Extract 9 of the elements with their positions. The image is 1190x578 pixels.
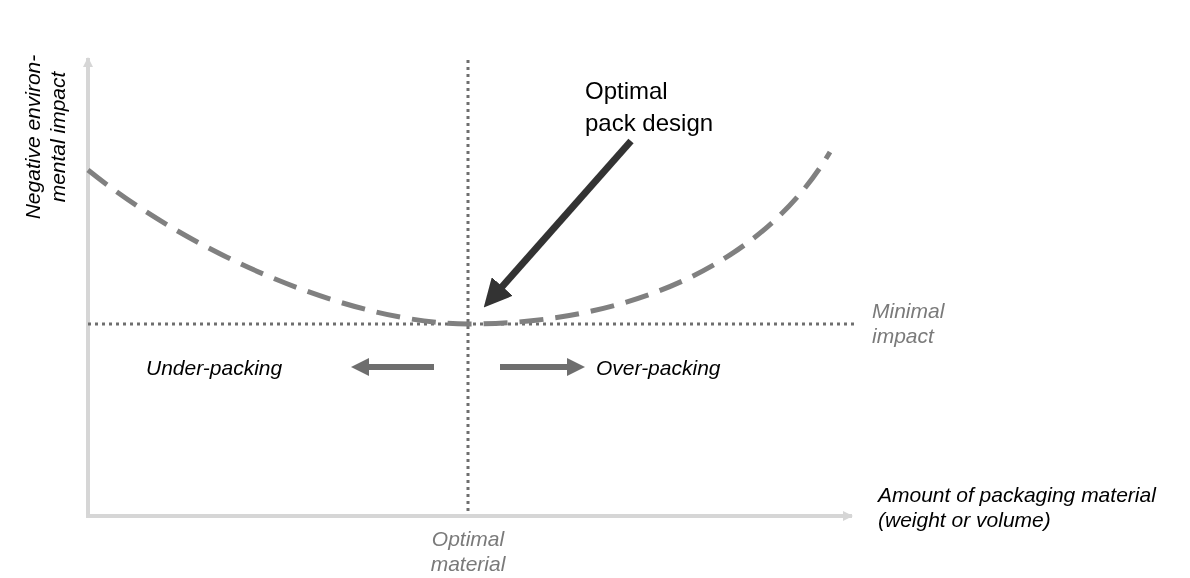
leader-arrow [483, 138, 634, 308]
line-label: Minimal impact [872, 298, 946, 348]
callout-text: Optimal pack design [585, 75, 725, 139]
region-label: Over-packing [596, 355, 722, 380]
axis-title: Negative environ- mental impact [20, 53, 70, 222]
tick-label: Optimal material [429, 526, 507, 576]
axis-title: Amount of packaging material (weight or volume) [878, 482, 1158, 532]
region-label: Under-packing [146, 355, 284, 380]
impact-curve [86, 150, 833, 327]
